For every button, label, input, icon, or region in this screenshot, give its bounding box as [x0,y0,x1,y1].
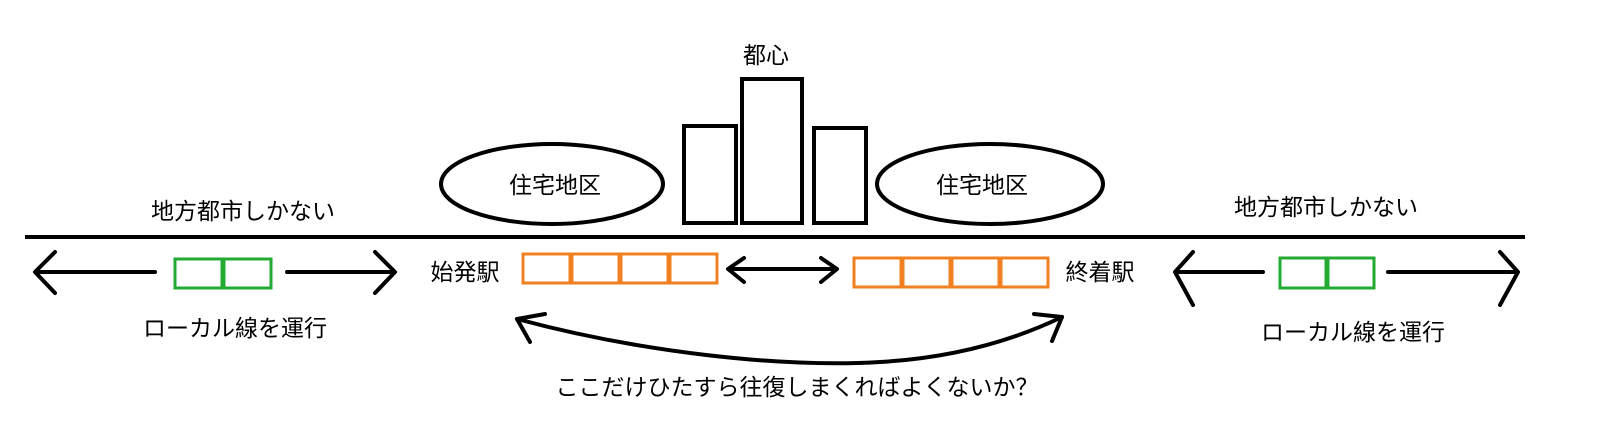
local-train-left-car [222,257,273,290]
round-trip-curve-arrow [515,312,1064,366]
residential-left-label: 住宅地区 [509,173,601,199]
city-center-label: 都心 [743,43,789,69]
local-line-right [1173,250,1520,307]
main-train-right-car [901,256,952,289]
building-center [740,77,804,225]
shuttle-arrow-head-left [726,256,746,284]
main-train-left-car [619,252,670,285]
shuttle-arrow-head-right [819,256,839,284]
residential-right-ellipse [875,142,1105,226]
round-trip-head-left [515,312,547,344]
local-train-right-car [1326,256,1376,290]
main-train-right [852,256,1050,289]
round-trip-head-right [1032,312,1064,343]
main-train-left-car [521,252,572,285]
terminal-station-label: 終着駅 [1066,260,1135,286]
main-train-right-car [852,256,903,289]
local-train-right [1278,256,1376,290]
residential-left-ellipse [439,142,665,226]
main-train-left-car [668,252,719,285]
local-right-label: ローカル線を運行 [1261,320,1445,346]
building-left [682,124,738,225]
local-train-left-car [173,257,224,290]
local-right-arrow-out-head [1498,250,1520,307]
local-train-left [173,257,273,290]
local-left-label: ローカル線を運行 [143,316,327,342]
regional-left-label: 地方都市しかない [151,199,335,225]
shuttle-double-arrow [726,256,839,284]
question-label: ここだけひたすら往復しまくればよくないか？ [556,375,1039,401]
city-center-buildings [682,77,868,225]
main-train-right-car [999,256,1050,289]
local-train-right-car [1278,256,1328,290]
regional-right-label: 地方都市しかない [1234,195,1418,221]
main-train-right-car [950,256,1001,289]
main-train-left-car [570,252,621,285]
building-right [812,126,868,225]
local-left-arrow-in-head [373,250,397,295]
residential-right-label: 住宅地区 [936,173,1028,199]
local-line-left [33,250,397,295]
main-train-left [521,252,719,285]
round-trip-curve [515,315,1064,366]
local-left-arrow-out-head [33,250,57,295]
origin-station-label: 始発駅 [431,260,500,286]
local-right-arrow-in-head [1173,250,1195,307]
